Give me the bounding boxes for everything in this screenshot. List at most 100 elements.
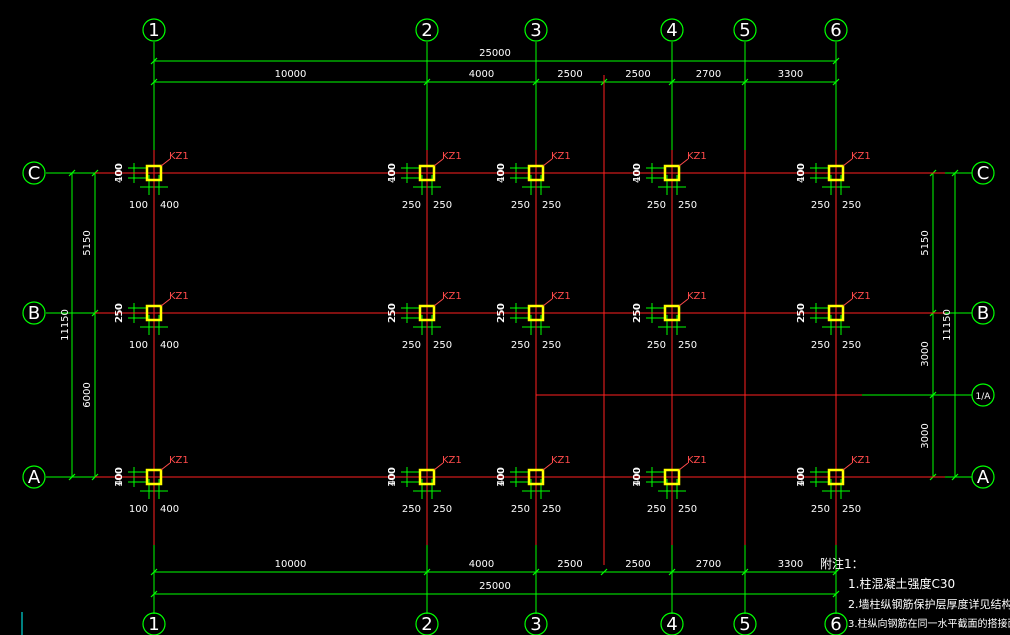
- axis-label-top-5: 5: [739, 20, 750, 41]
- column-kz1: [527, 468, 545, 486]
- dimension-tick: [532, 78, 540, 86]
- column-label: KZ1: [551, 151, 571, 162]
- axis-bubble-bottom-6: [824, 612, 848, 635]
- column-kz1: [663, 304, 681, 322]
- axis-label-top-1: 1: [148, 20, 159, 41]
- column-leader-line: [678, 298, 689, 307]
- axis-label-left-b: B: [28, 303, 40, 324]
- axis-label-top-6: 6: [830, 20, 841, 41]
- column-kz1: [663, 468, 681, 486]
- column-dim-h-left: 100: [129, 340, 148, 351]
- axis-label-top-3: 3: [530, 20, 541, 41]
- column-leader-line: [678, 462, 689, 471]
- column-dim-h-left: 250: [647, 200, 666, 211]
- dimension-tick: [68, 169, 76, 177]
- axis-bubble-left-b: [22, 301, 46, 325]
- column-kz1: [145, 468, 163, 486]
- axis-layer: [95, 75, 945, 565]
- column-dim-h-right: 250: [678, 200, 697, 211]
- column-kz1: [827, 164, 845, 182]
- axis-bubble-bottom-2: [415, 612, 439, 635]
- column-dim-h-right: 250: [433, 340, 452, 351]
- axis-bubble-top-2: [415, 18, 439, 42]
- column-label: KZ1: [851, 151, 871, 162]
- bottom-segment-dim-text: 10000: [275, 559, 307, 570]
- column-leader-line: [542, 462, 553, 471]
- column-dim-v-bottom: 100: [114, 468, 125, 487]
- axis-label-right-a: A: [977, 467, 990, 488]
- column-dim-v-top: 250: [632, 303, 643, 322]
- column-dim-h-right: 400: [160, 504, 179, 515]
- column-dim-v-bottom: 400: [796, 164, 807, 183]
- column-dim-v-bottom: 250: [387, 304, 398, 323]
- bottom-total-dim-text: 25000: [479, 581, 511, 592]
- axis-bubble-top-6: [824, 18, 848, 42]
- notes-block: 附注1： 1.柱混凝土强度C30 2.墙柱纵钢筋保护层厚度详见结构设计总 3.柱…: [820, 556, 1010, 630]
- bottom-segment-dim-text: 2700: [696, 559, 721, 570]
- left-segment-dim-text: 5150: [82, 230, 93, 255]
- top-segment-dim-text: 2500: [557, 69, 582, 80]
- column-leader-line: [842, 158, 853, 167]
- dimension-tick: [150, 568, 158, 576]
- column-kz1: [527, 304, 545, 322]
- column-dim-v-top: 250: [496, 303, 507, 322]
- axis-bubble-top-1: [142, 18, 166, 42]
- column-dim-h-right: 250: [542, 504, 561, 515]
- column-dim-h-left: 250: [511, 200, 530, 211]
- dimension-tick: [150, 57, 158, 65]
- right-segment-dim-text: 3000: [920, 423, 931, 448]
- column-leader-line: [160, 298, 171, 307]
- dimension-tick: [150, 590, 158, 598]
- column-dim-h-right: 250: [542, 340, 561, 351]
- bottom-segment-dim-text: 3300: [778, 559, 803, 570]
- column-dim-h-left: 250: [402, 200, 421, 211]
- column-dim-h-left: 250: [511, 340, 530, 351]
- axis-bubble-top-5: [733, 18, 757, 42]
- axis-bubble-bottom-4: [660, 612, 684, 635]
- column-dim-v-top: 400: [632, 467, 643, 486]
- column-leader-line: [433, 298, 444, 307]
- column-dim-v-bottom: 400: [496, 164, 507, 183]
- top-segment-dim-text: 2700: [696, 69, 721, 80]
- right-total-dim-text: 11150: [942, 309, 953, 341]
- column-dim-v-top: 400: [114, 467, 125, 486]
- axis-label-top-2: 2: [421, 20, 432, 41]
- column-dim-h-right: 250: [542, 200, 561, 211]
- top-segment-dim-text: 10000: [275, 69, 307, 80]
- dimension-tick: [832, 78, 840, 86]
- column-dim-v-bottom: 250: [496, 304, 507, 323]
- column-dim-h-right: 250: [433, 200, 452, 211]
- axis-bubble-top-3: [524, 18, 548, 42]
- column-label: KZ1: [851, 291, 871, 302]
- axis-label-bottom-4: 4: [666, 614, 677, 635]
- column-dim-v-top: 100: [496, 163, 507, 182]
- column-leader-line: [678, 158, 689, 167]
- column-kz1: [663, 164, 681, 182]
- column-dim-h-left: 250: [811, 340, 830, 351]
- column-dim-v-top: 100: [114, 163, 125, 182]
- column-dim-h-left: 250: [811, 200, 830, 211]
- axis-bubble-right-1a: [971, 383, 995, 407]
- column-dim-v-top: 100: [387, 163, 398, 182]
- dimension-tick: [832, 57, 840, 65]
- axis-label-bottom-3: 3: [530, 614, 541, 635]
- dimension-tick: [68, 473, 76, 481]
- axis-bubble-bottom-3: [524, 612, 548, 635]
- column-dim-h-right: 400: [160, 200, 179, 211]
- dimension-tick: [929, 391, 937, 399]
- column-layer: [145, 158, 853, 486]
- dimension-tick: [150, 78, 158, 86]
- column-dim-h-left: 250: [647, 340, 666, 351]
- column-dim-v-bottom: 100: [387, 468, 398, 487]
- top-segment-dim-text: 2500: [625, 69, 650, 80]
- dimension-tick: [832, 590, 840, 598]
- column-kz1: [827, 304, 845, 322]
- dimension-tick: [741, 78, 749, 86]
- column-label: KZ1: [687, 291, 707, 302]
- column-dim-h-right: 250: [842, 504, 861, 515]
- column-leader-line: [160, 462, 171, 471]
- column-dim-h-right: 400: [160, 340, 179, 351]
- column-kz1: [418, 304, 436, 322]
- column-dim-h-left: 250: [511, 504, 530, 515]
